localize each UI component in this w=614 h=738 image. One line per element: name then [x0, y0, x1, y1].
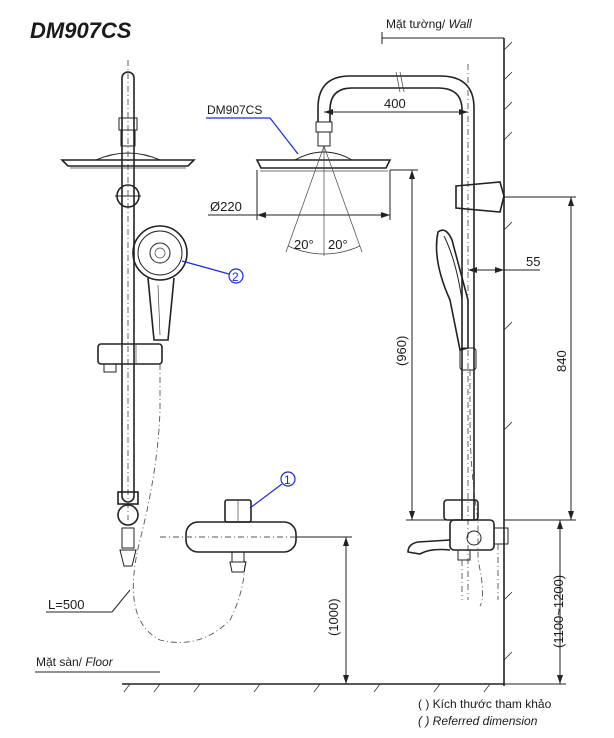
- arm-length-label: 400: [384, 96, 406, 111]
- mixer-height-dim: [504, 519, 566, 685]
- mixer-height-label: (1100~1200): [551, 575, 566, 648]
- bracket-offset-dim: [468, 267, 540, 273]
- head-diameter-label: Ø220: [210, 199, 242, 214]
- mixer-floor-dim: [296, 536, 352, 684]
- model-title: DM907CS: [30, 18, 132, 43]
- hose-length-label: L=500: [48, 597, 85, 612]
- side-view-column: [315, 64, 475, 600]
- spray-angle: [285, 145, 363, 256]
- mixer-floor-label: (1000): [326, 598, 341, 636]
- head-diameter-dim: [208, 170, 391, 220]
- side-hose: [469, 370, 483, 607]
- floor-label: Mặt sàn/ Floor: [36, 655, 114, 669]
- note-reference-en: ( ) Referred dimension: [418, 714, 538, 728]
- front-hand-shower: [132, 225, 188, 341]
- head-to-mixer-dim: [390, 169, 448, 521]
- floor: [35, 671, 504, 693]
- bracket-offset-label: 55: [526, 254, 540, 269]
- front-bottom-connector: [117, 491, 139, 567]
- wall-bracket: [455, 181, 505, 213]
- side-hand-shower: [435, 229, 477, 371]
- callout-1: 1: [249, 471, 296, 509]
- front-slider: [97, 343, 163, 373]
- svg-text:2: 2: [232, 270, 239, 284]
- wall-label: Mặt tường/ Wall: [386, 17, 472, 31]
- spray-angle-right: 20°: [328, 237, 348, 252]
- side-mixer: [407, 499, 509, 600]
- note-reference-vi: ( ) Kích thước tham khảo: [418, 697, 552, 711]
- side-overhead-head: [255, 151, 392, 172]
- callout-2: 2: [181, 260, 244, 284]
- front-mixer: [160, 499, 340, 573]
- wall: [381, 32, 513, 686]
- arm-length-dim: [324, 109, 468, 115]
- front-view-column: [118, 60, 138, 520]
- front-rail-joint: [115, 184, 141, 208]
- hose-length-dim: [46, 589, 131, 613]
- svg-text:1: 1: [284, 473, 291, 487]
- head-model-label: DM907CS: [207, 103, 262, 117]
- front-overhead-head: [60, 152, 196, 169]
- spray-angle-left: 20°: [294, 237, 314, 252]
- head-model-leader: [206, 117, 299, 155]
- head-to-mixer-label: (960): [394, 336, 409, 366]
- front-hose: [132, 364, 246, 643]
- rail-height-label: 840: [554, 350, 569, 372]
